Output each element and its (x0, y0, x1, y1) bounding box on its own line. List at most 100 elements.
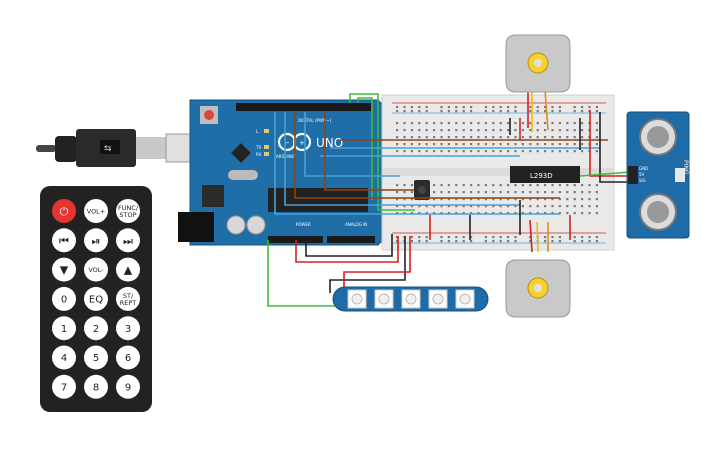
wire-blue-4 (274, 112, 560, 215)
wire-green-bottom (267, 240, 335, 307)
ir-receiver (414, 180, 430, 200)
remote-button-label: VOL- (88, 266, 104, 274)
remote-button-7[interactable]: 7 (52, 374, 76, 399)
down-icon: ▼ (60, 264, 69, 277)
remote-button-label: 9 (125, 382, 131, 393)
remote-button-label: 6 (125, 353, 131, 364)
remote-button-label: 0 (61, 295, 67, 306)
wire-orange-top-motor (544, 89, 549, 131)
digital-header (236, 103, 371, 111)
play-pause-button[interactable]: ⏯ (84, 228, 108, 253)
usb-icon: ⇆ (104, 144, 112, 154)
remote-button-1[interactable]: 1 (52, 316, 76, 341)
wire-yellow-bottom-motor (536, 221, 539, 253)
remote-button-label: REPT (120, 299, 137, 307)
led-pixel (401, 289, 421, 309)
dc-motor-top (505, 34, 571, 93)
wire-red-bottom-motor (529, 219, 533, 253)
remote-button-label: STOP (119, 211, 136, 219)
sensor-name: PING (682, 160, 689, 175)
uno-logo-text: UNO (316, 136, 343, 150)
power-jack (178, 212, 214, 242)
remote-button-label: EQ (89, 295, 103, 306)
svg-text:−: − (284, 139, 290, 147)
motor-driver-ic: L293D (510, 166, 580, 183)
sensor-pin-sig: SIG (639, 178, 646, 183)
motor-driver-label: L293D (530, 172, 553, 180)
usb-cable: ⇆ (36, 129, 201, 167)
remote-button-5[interactable]: 5 (84, 345, 108, 370)
breadboard-holes (396, 106, 598, 243)
digital-header-label: DIGITAL (PWM~) (298, 118, 332, 123)
remote-button-label: ST/ (123, 292, 134, 300)
power-header (268, 236, 323, 243)
wire-red-arduino-5v (295, 236, 399, 263)
wire-black-arduino-gnd (305, 234, 393, 257)
sensor-pin-gnd: GND (639, 166, 648, 171)
wire-black-sensor (599, 112, 630, 183)
remote-button-eq[interactable]: EQ (84, 286, 108, 311)
wire-brown-3 (324, 112, 414, 191)
led-label-tx: TX (255, 145, 261, 150)
remote-button-label: 7 (61, 382, 67, 393)
led-pixels (347, 289, 475, 309)
remote-button-label: 1 (61, 324, 67, 335)
led-pixel (347, 289, 367, 309)
remote-button-st-rept[interactable]: ST/REPT (116, 286, 140, 311)
led-label-rx: RX (256, 152, 262, 157)
remote-button-3[interactable]: 3 (116, 316, 140, 341)
led-pixel (374, 289, 394, 309)
dc-motor-bottom (505, 259, 571, 318)
up-icon: ▲ (124, 264, 133, 277)
power-header-label: POWER (296, 222, 311, 227)
arduino-board: DIGITAL (PWM~) − + UNO ARDUINO L TX RX P… (178, 99, 389, 246)
play-pause-icon: ⏯ (92, 234, 101, 247)
fast-forward-icon: ⏭ (123, 234, 133, 247)
remote-button-8[interactable]: 8 (84, 374, 108, 399)
power-icon: ⏻ (60, 205, 69, 218)
remote-button-func-stop[interactable]: FUNC/STOP (116, 199, 140, 223)
remote-button-vol[interactable]: VOL+ (84, 199, 108, 223)
wire-green-sensor (579, 171, 631, 177)
remote-button-9[interactable]: 9 (116, 374, 140, 399)
wire-blue-3 (284, 112, 520, 206)
power-button[interactable]: ⏻ (52, 199, 76, 223)
wire-green-loop (357, 97, 373, 200)
svg-text:+: + (299, 139, 305, 147)
wire-blue-5 (304, 112, 400, 177)
wire-red-leds (343, 236, 411, 293)
wire-brown-2 (294, 112, 560, 199)
wires (267, 89, 631, 307)
analog-header-label: ANALOG IN (345, 222, 367, 227)
remote-button-label: FUNC/ (118, 204, 139, 212)
analog-header (327, 236, 375, 243)
remote-button-vol[interactable]: VOL- (84, 257, 108, 282)
rewind-button[interactable]: ⏮ (52, 228, 76, 253)
ir-remote: ⏻ VOL+ FUNC/STOP ⏮ ⏯ ⏭ ▼ VOL- ▲ 0 EQ ST/REPT 1 2 3 4 5 6 7… (40, 186, 152, 412)
remote-button-label: 3 (125, 324, 131, 335)
remote-button-0[interactable]: 0 (52, 286, 76, 311)
remote-button-label: 5 (93, 353, 99, 364)
led-pixel (455, 289, 475, 309)
remote-buttons: ⏻ VOL+ FUNC/STOP ⏮ ⏯ ⏭ ▼ VOL- ▲ 0 EQ ST/REPT 1 2 3 4 5 6 7… (52, 199, 140, 399)
remote-button-label: 4 (61, 353, 67, 364)
wire-green-top (349, 93, 415, 211)
sensor-pin-5v: 5V (639, 172, 645, 177)
remote-button-4[interactable]: 4 (52, 345, 76, 370)
remote-button-2[interactable]: 2 (84, 316, 108, 341)
up-button[interactable]: ▲ (116, 257, 140, 282)
led-strip (332, 286, 489, 312)
led-label-l: L (256, 129, 259, 134)
remote-button-label: 8 (93, 382, 99, 393)
ultrasonic-sensor: PING GND 5V SIG (626, 111, 690, 239)
led-pixel (428, 289, 448, 309)
fast-forward-button[interactable]: ⏭ (116, 228, 140, 253)
remote-button-6[interactable]: 6 (116, 345, 140, 370)
remote-button-label: VOL+ (87, 207, 106, 215)
remote-button-label: 2 (93, 324, 99, 335)
down-button[interactable]: ▼ (52, 257, 76, 282)
wire-black-leds (329, 236, 406, 293)
atmega-chip (268, 188, 368, 212)
